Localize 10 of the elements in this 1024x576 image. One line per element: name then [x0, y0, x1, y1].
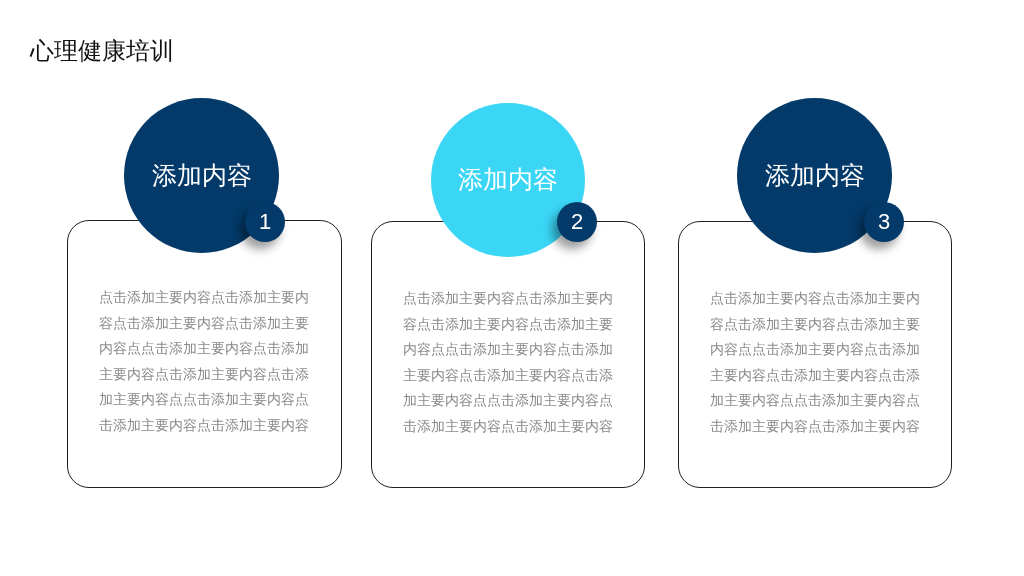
- heading-text: 添加内容: [458, 165, 558, 195]
- heading-text: 添加内容: [764, 160, 865, 191]
- slide-title: 心理健康培训: [30, 36, 174, 67]
- step-number: 1: [258, 210, 272, 234]
- step-number: 2: [570, 210, 584, 234]
- body-text: 点击添加主要内容点击添加主要内容点击添加主要内容点击添加主要内容点点击添加主要内容点击添加主要内容点击添加主要内容点击添加主要内容点点击添加主要内容点击添加主要内容点击添加主要内容: [403, 289, 614, 436]
- step-number: 3: [877, 210, 891, 234]
- body-text: 点击添加主要内容点击添加主要内容点击添加主要内容点击添加主要内容点点击添加主要内容点击添加主要内容点击添加主要内容点击添加主要内容点点击添加主要内容点击添加主要内容点击添加主要内容: [710, 289, 921, 436]
- body-text: 点击添加主要内容点击添加主要内容点击添加主要内容点击添加主要内容点点击添加主要内容点击添加主要内容点击添加主要内容点击添加主要内容点点击添加主要内容点击添加主要内容点击添加主要内容: [99, 288, 310, 435]
- heading-text: 添加内容: [151, 160, 252, 191]
